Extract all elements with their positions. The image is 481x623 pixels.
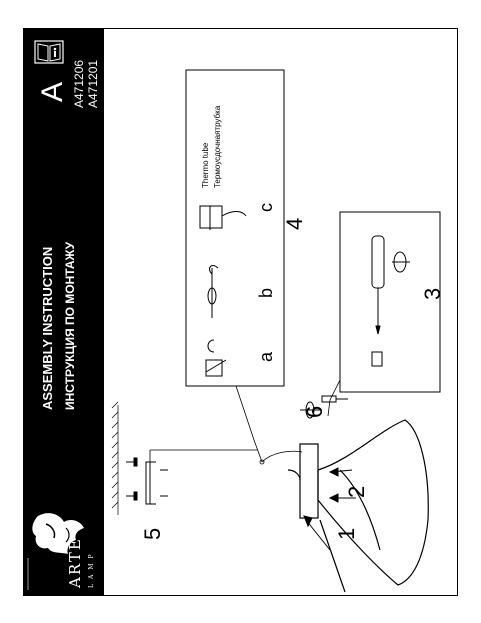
detail-box-4 (185, 69, 285, 387)
book-info-icon (34, 40, 64, 64)
detail-c (199, 205, 247, 230)
direction-arrows (303, 467, 356, 551)
header-band (24, 29, 104, 595)
detail-a (205, 339, 227, 377)
lamp-canopy (287, 443, 319, 519)
thermo-tube-label: Thermo tube (201, 142, 210, 188)
sub-step-a: a (256, 351, 276, 362)
screwdriver-detail (371, 235, 410, 367)
step-label-6: 6 (302, 406, 327, 418)
ceiling-surface (111, 401, 119, 515)
step-label-2: 2 (344, 486, 369, 498)
rotate-arrow-icon (300, 401, 322, 419)
arte-lamp-griffin-logo (27, 513, 84, 590)
detail-box-3 (339, 211, 441, 393)
mounting-bracket (126, 457, 168, 505)
sub-step-b: b (256, 288, 276, 298)
sub-step-c: c (256, 203, 276, 212)
step-label-3: 3 (420, 288, 445, 300)
outer-frame (23, 28, 458, 596)
lamp-shade (317, 419, 429, 593)
step-label-5: 5 (140, 528, 165, 540)
step-label-1: 1 (334, 528, 359, 540)
thermo-tube-label-ru: Термоусдочнаятрубка (213, 105, 222, 188)
detail-b (207, 265, 219, 318)
screwdriver-icon (321, 395, 348, 403)
step-label-4: 4 (282, 218, 307, 230)
